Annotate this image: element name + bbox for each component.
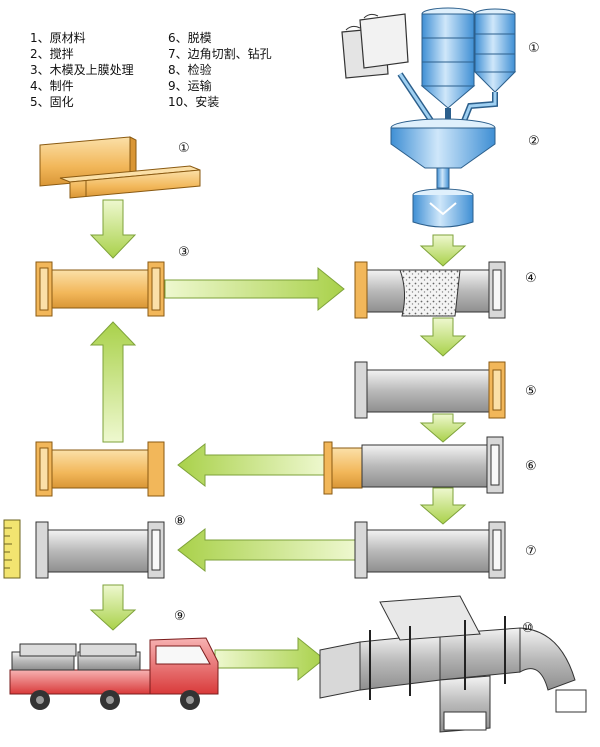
legend-item-curing: 5、固化 (30, 95, 74, 109)
marker-6-demolding: ⑥ (525, 459, 537, 474)
arrow-mixer-to-forming (419, 234, 467, 267)
arrow-transport-to-installation (214, 636, 325, 682)
marker-1-silos: ① (528, 41, 540, 56)
marker-1-wood: ① (178, 141, 190, 156)
step-markers: ① ② ① ③ ④ ⑤ ⑥ ⑦ ⑧ ⑨ ⑩ (174, 41, 540, 636)
legend-item-cutting-drilling: 7、边角切割、钻孔 (168, 47, 272, 61)
arrow-inspection-to-transport (89, 584, 137, 631)
marker-10-installation: ⑩ (522, 621, 534, 636)
legend-left-column: 1、原材料 2、搅拌 3、木模及上膜处理 4、制件 5、固化 (30, 30, 134, 110)
arrow-cutting-to-inspection (177, 527, 356, 573)
legend-item-inspection: 8、检验 (168, 63, 212, 77)
mixer (390, 118, 496, 228)
forming-duct (354, 261, 506, 319)
arrow-curing-to-demolding (419, 413, 467, 443)
marker-5-curing: ⑤ (525, 384, 537, 399)
installed-duct-network (319, 595, 587, 733)
arrow-wood-to-mold (89, 199, 137, 259)
marker-7-cutting: ⑦ (525, 544, 537, 559)
legend-item-demolding: 6、脱模 (168, 31, 212, 45)
arrow-mold-return-up (89, 321, 137, 443)
arrow-demolding-to-cutting (419, 487, 467, 525)
inspection-duct (35, 521, 165, 579)
marker-2-mixing: ② (528, 134, 540, 149)
legend-right-column: 6、脱模 7、边角切割、钻孔 8、检验 9、运输 10、安装 (168, 30, 272, 110)
legend-item-mixing: 2、搅拌 (30, 47, 74, 61)
arrow-mold-to-forming (164, 266, 345, 312)
arrow-demolding-to-mold-return (177, 442, 326, 488)
truck (9, 637, 219, 710)
arrow-forming-to-curing (419, 317, 467, 357)
wooden-mold (35, 261, 165, 317)
legend-item-transport: 9、运输 (168, 79, 212, 93)
silo-left (420, 7, 476, 109)
demolding-duct (323, 436, 504, 495)
wood-boards (39, 136, 201, 199)
cutting-duct (354, 521, 506, 579)
curing-duct (354, 361, 506, 419)
marker-3-mold: ③ (178, 245, 190, 260)
ruler-icon (3, 519, 21, 579)
silo-right (473, 8, 517, 93)
raw-materials-silos (341, 7, 517, 128)
legend-item-mold-treatment: 3、木模及上膜处理 (30, 63, 134, 77)
legend-item-installation: 10、安装 (168, 95, 220, 109)
marker-9-transport: ⑨ (174, 609, 186, 624)
legend-item-raw-materials: 1、原材料 (30, 31, 86, 45)
material-bags (341, 13, 409, 79)
marker-8-inspection: ⑧ (174, 514, 186, 529)
returned-mold (35, 441, 165, 497)
marker-4-forming: ④ (525, 271, 537, 286)
flow-arrows (89, 199, 467, 682)
legend-item-forming: 4、制件 (30, 79, 74, 93)
